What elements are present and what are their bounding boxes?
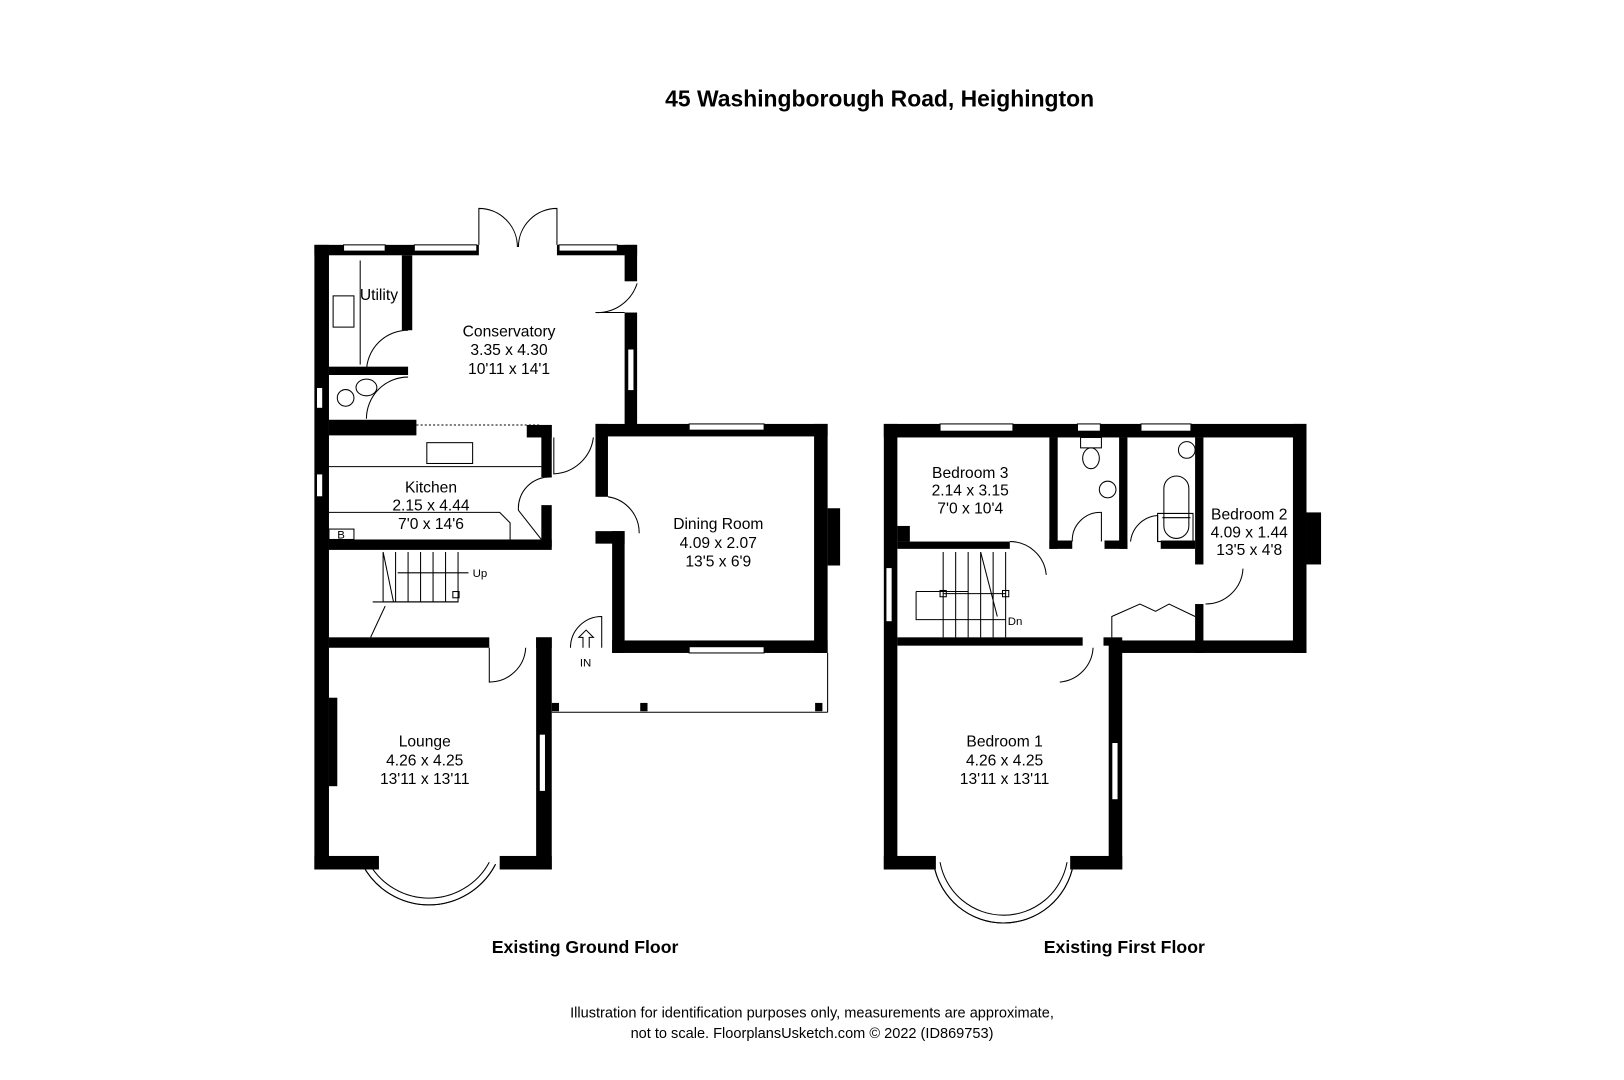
room-utility-name: Utility — [360, 287, 398, 304]
first-floor-label: Existing First Floor — [1044, 937, 1205, 957]
plan-title: 45 Washingborough Road, Heighington — [665, 85, 1094, 111]
svg-text:7'0 x 10'4: 7'0 x 10'4 — [937, 500, 1003, 517]
svg-text:10'11 x 14'1: 10'11 x 14'1 — [468, 361, 550, 378]
svg-text:13'11 x 13'11: 13'11 x 13'11 — [380, 771, 470, 788]
entrance-label: IN — [580, 657, 591, 669]
ground-floor-plan: B Up IN — [314, 207, 841, 957]
svg-text:Bedroom 2: Bedroom 2 — [1211, 507, 1287, 524]
room-dining-room: Dining Room 4.09 x 2.07 13'5 x 6'9 — [673, 516, 763, 570]
svg-text:Bedroom 1: Bedroom 1 — [966, 734, 1042, 751]
svg-text:Conservatory: Conservatory — [463, 323, 556, 340]
room-lounge: Lounge 4.26 x 4.25 13'11 x 13'11 — [380, 734, 470, 788]
svg-text:3.35 x 4.30: 3.35 x 4.30 — [470, 342, 548, 359]
svg-text:13'11 x 13'11: 13'11 x 13'11 — [960, 771, 1050, 788]
svg-text:Lounge: Lounge — [399, 734, 451, 751]
disclaimer-line-2: not to scale. FloorplansUsketch.com © 20… — [631, 1026, 994, 1042]
svg-text:4.09 x 1.44: 4.09 x 1.44 — [1211, 524, 1289, 541]
svg-text:Dining Room: Dining Room — [673, 516, 763, 533]
ground-floor-label: Existing Ground Floor — [492, 937, 679, 957]
svg-text:Bedroom 3: Bedroom 3 — [932, 465, 1008, 482]
first-floor-plan: Dn Bedroom 3 2.14 x 3.15 7'0 x 10'4 Bedr… — [883, 423, 1322, 957]
stairs-up-label: Up — [473, 568, 488, 580]
room-conservatory: Conservatory 3.35 x 4.30 10'11 x 14'1 — [463, 323, 556, 377]
boiler-label: B — [337, 529, 345, 541]
stairs-down: Dn — [915, 551, 1023, 638]
svg-text:13'5 x 6'9: 13'5 x 6'9 — [685, 554, 751, 571]
disclaimer-line-1: Illustration for identification purposes… — [570, 1005, 1054, 1021]
svg-text:4.26 x 4.25: 4.26 x 4.25 — [386, 752, 464, 769]
svg-text:Kitchen: Kitchen — [405, 480, 457, 497]
svg-text:4.26 x 4.25: 4.26 x 4.25 — [966, 752, 1044, 769]
stairs-down-label: Dn — [1008, 616, 1023, 628]
room-bedroom-1: Bedroom 1 4.26 x 4.25 13'11 x 13'11 — [960, 734, 1050, 788]
svg-text:7'0 x 14'6: 7'0 x 14'6 — [398, 516, 464, 533]
svg-text:13'5 x 4'8: 13'5 x 4'8 — [1216, 542, 1282, 559]
stairs-up: Up — [372, 551, 488, 603]
svg-text:2.14 x 3.15: 2.14 x 3.15 — [932, 483, 1010, 500]
svg-text:4.09 x 2.07: 4.09 x 2.07 — [680, 535, 757, 552]
room-bedroom-2: Bedroom 2 4.09 x 1.44 13'5 x 4'8 — [1211, 507, 1289, 559]
svg-text:2.15 x 4.44: 2.15 x 4.44 — [392, 497, 470, 514]
room-bedroom-3: Bedroom 3 2.14 x 3.15 7'0 x 10'4 — [932, 465, 1010, 517]
room-kitchen: Kitchen 2.15 x 4.44 7'0 x 14'6 — [392, 480, 470, 533]
